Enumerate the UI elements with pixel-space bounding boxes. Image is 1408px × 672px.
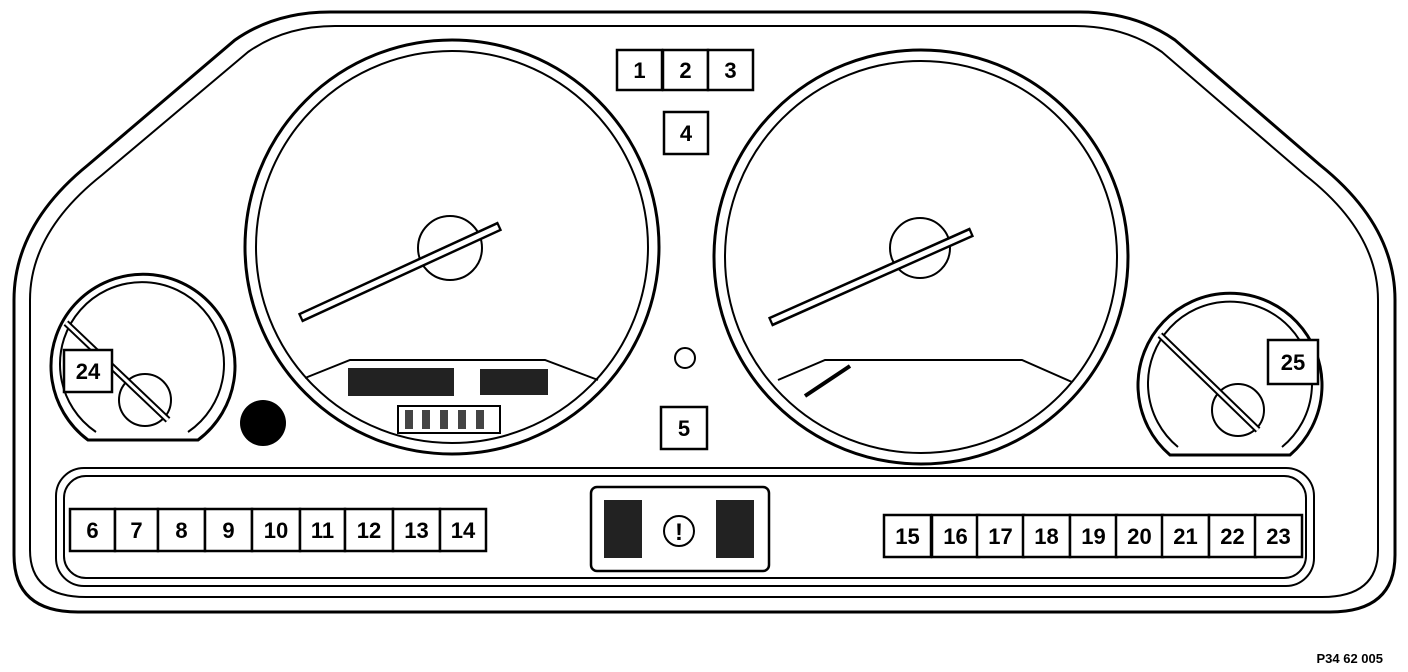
- callout-24: 24: [62, 348, 114, 394]
- indicator-box-23: 23: [1253, 513, 1304, 559]
- callout-3-label: 3: [724, 58, 736, 83]
- indicator-box-7-label: 7: [130, 518, 142, 543]
- indicator-box-20-label: 20: [1127, 524, 1151, 549]
- indicator-box-8-label: 8: [175, 518, 187, 543]
- cluster-housing-inner: [29, 25, 1379, 598]
- indicator-box-15: 15: [882, 513, 933, 559]
- left-small-gauge: [49, 272, 237, 442]
- central-warning-panel: !: [589, 485, 771, 573]
- indicator-box-11-label: 11: [311, 518, 334, 543]
- indicator-box-6: 6: [68, 507, 117, 553]
- indicator-box-12: 12: [343, 507, 395, 553]
- indicator-box-14-label: 14: [451, 518, 476, 543]
- warning-bar-left: [604, 500, 642, 558]
- indicator-box-10: 10: [250, 507, 302, 553]
- lower-indicator-panel: [55, 467, 1315, 587]
- callout-4-label: 4: [680, 121, 693, 146]
- right-large-gauge: [712, 48, 1130, 466]
- callout-2: 2: [661, 48, 710, 92]
- indicator-box-18: 18: [1021, 513, 1072, 559]
- callout-25-label: 25: [1281, 350, 1305, 375]
- callout-5-label: 5: [678, 416, 690, 441]
- indicator-box-7: 7: [113, 507, 160, 553]
- indicator-box-6-label: 6: [86, 518, 98, 543]
- indicator-box-19-label: 19: [1081, 524, 1105, 549]
- indicator-box-16-label: 16: [943, 524, 967, 549]
- lower-indicator-panel-inner: [63, 475, 1307, 579]
- warning-icon: [663, 515, 695, 547]
- indicator-box-17-label: 17: [988, 524, 1012, 549]
- indicator-box-16: 16: [930, 513, 981, 559]
- left-display-block-1: [348, 368, 454, 396]
- indicator-box-21: 21: [1160, 513, 1211, 559]
- svg-text:!: !: [675, 519, 683, 546]
- right-small-gauge: [1136, 291, 1324, 457]
- indicator-box-22: 22: [1207, 513, 1258, 559]
- left-odometer-display: [397, 405, 501, 434]
- figure-code: P34 62 005: [1316, 651, 1383, 666]
- left-large-gauge: [243, 38, 661, 456]
- right-gauge-mark: [803, 364, 852, 398]
- indicator-box-23-label: 23: [1266, 524, 1290, 549]
- indicator-box-20: 20: [1114, 513, 1165, 559]
- indicator-box-8: 8: [156, 507, 207, 553]
- indicator-box-18-label: 18: [1034, 524, 1058, 549]
- indicator-box-19: 19: [1068, 513, 1119, 559]
- indicator-box-12-label: 12: [357, 518, 381, 543]
- callout-4: 4: [662, 110, 710, 156]
- indicator-box-15-label: 15: [895, 524, 919, 549]
- center-small-circle: [674, 347, 696, 369]
- callout-2-label: 2: [679, 58, 691, 83]
- warning-bar-right: [716, 500, 754, 558]
- indicator-box-9-label: 9: [222, 518, 234, 543]
- indicator-dot: [240, 400, 286, 446]
- indicator-box-17: 17: [975, 513, 1026, 559]
- cluster-housing-outer: [12, 10, 1397, 614]
- callout-25: 25: [1266, 338, 1320, 386]
- callout-1-label: 1: [633, 58, 645, 83]
- callout-5: 5: [659, 405, 709, 451]
- indicator-box-13-label: 13: [404, 518, 428, 543]
- indicator-box-21-label: 21: [1173, 524, 1197, 549]
- indicator-box-14: 14: [438, 507, 488, 553]
- indicator-box-11: 11: [298, 507, 347, 553]
- callout-3: 3: [706, 48, 755, 92]
- indicator-box-9: 9: [203, 507, 254, 553]
- callout-1: 1: [615, 48, 664, 92]
- left-display-block-2: [480, 369, 548, 395]
- indicator-box-13: 13: [391, 507, 442, 553]
- callout-24-label: 24: [76, 359, 101, 384]
- indicator-box-22-label: 22: [1220, 524, 1244, 549]
- indicator-box-10-label: 10: [264, 518, 288, 543]
